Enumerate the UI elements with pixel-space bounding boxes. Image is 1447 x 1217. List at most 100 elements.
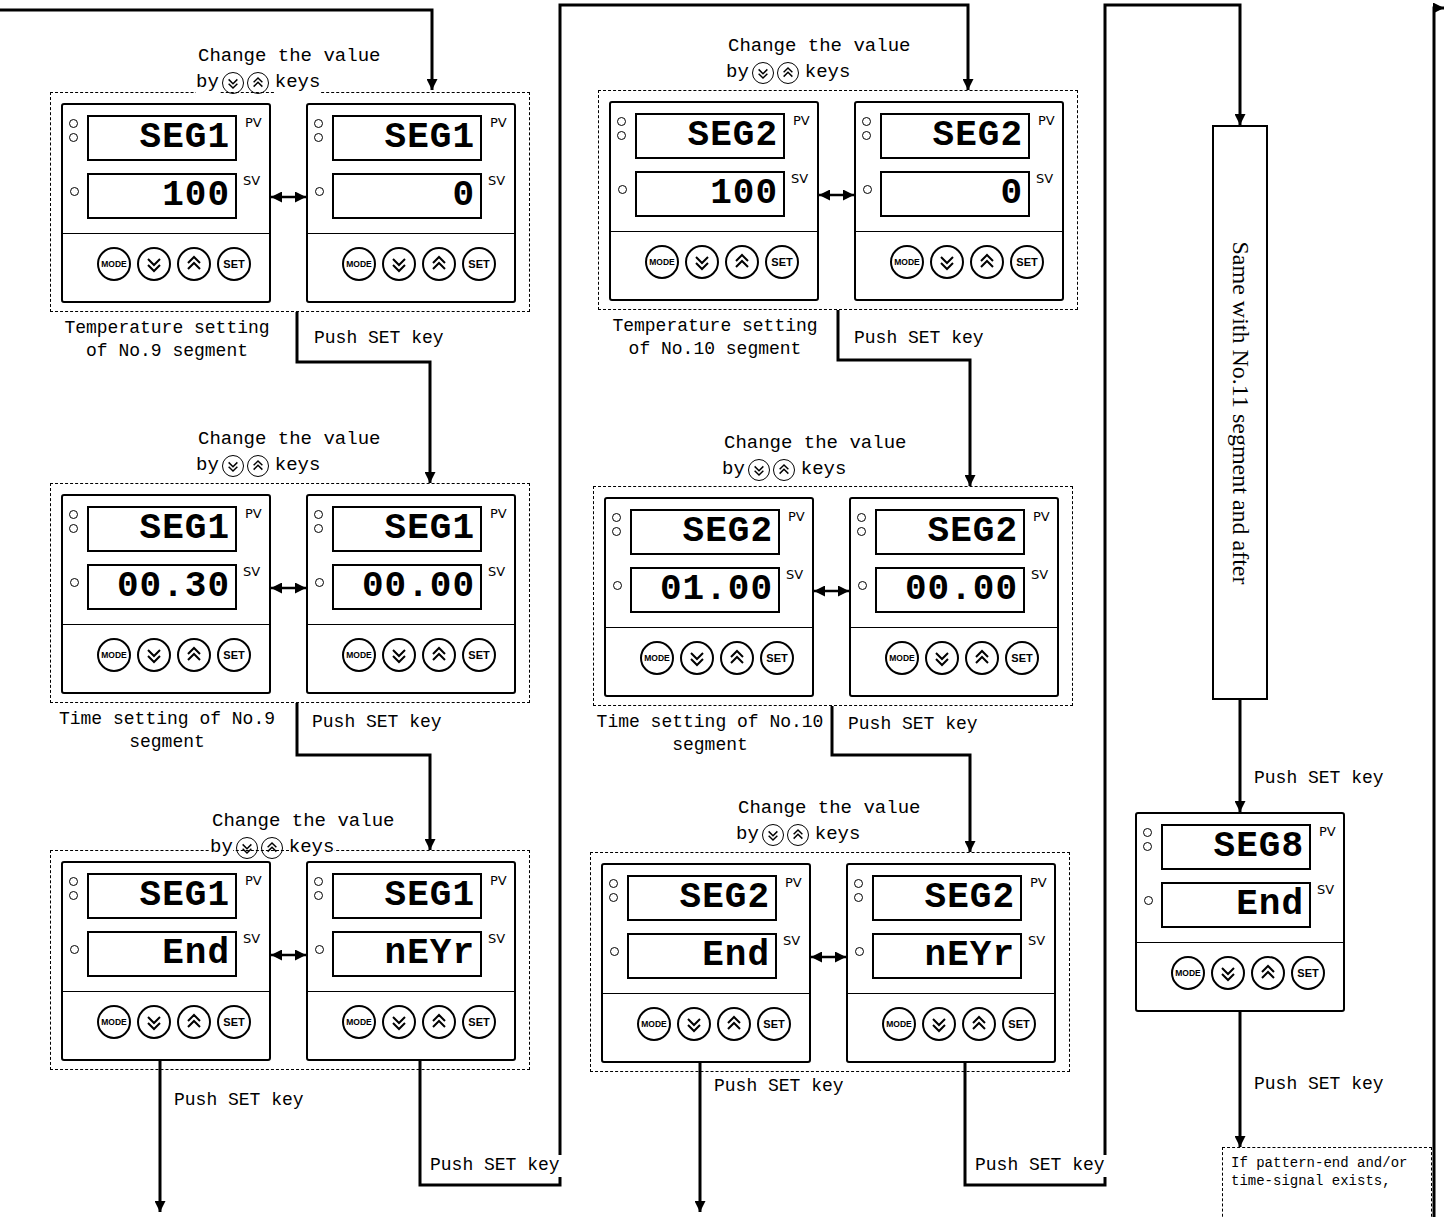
sv-label: SV: [243, 564, 260, 579]
down-button: [922, 1007, 956, 1041]
instruction-label: Change the value: [728, 35, 910, 58]
down-button: [1211, 956, 1245, 990]
pv-display: SEG2: [627, 875, 777, 921]
mode-button: MODE: [645, 245, 679, 279]
instruction-label: keys: [801, 458, 847, 481]
step-caption: Time setting of No.9 segment: [51, 708, 283, 755]
set-button: SET: [462, 638, 496, 672]
set-button: SET: [757, 1007, 791, 1041]
down-key-icon: [752, 62, 774, 84]
up-button: [422, 1005, 456, 1039]
panel-divider: [63, 991, 269, 992]
connector-label: Push SET key: [310, 712, 444, 734]
indicator-lamp: [314, 510, 323, 519]
step-group: Time setting of No.10 segmentPVSEG2SV01.…: [593, 486, 1073, 706]
up-key-icon: [247, 72, 269, 94]
flow-connector: [1239, 1012, 1242, 1147]
step-group: PVSEG2SVEndMODESETPVSEG2SVnEYrMODESET: [590, 852, 1070, 1072]
sv-display: 01.00: [630, 567, 780, 613]
indicator-lamp: [855, 947, 864, 956]
exit-line: [159, 1060, 162, 1212]
indicator-lamp: [1143, 828, 1152, 837]
controller-display: PVSEG1SV00.00MODESET: [306, 494, 516, 694]
pv-label: PV: [1319, 824, 1336, 839]
up-button: [970, 245, 1004, 279]
connector-label: Push SET key: [312, 328, 446, 350]
note-text: If pattern-end and/or time-signal exists…: [1231, 1154, 1423, 1190]
instruction-label: keys: [815, 823, 861, 846]
instruction-label: by: [210, 836, 233, 859]
indicator-lamp: [609, 893, 618, 902]
mode-button: MODE: [342, 1005, 376, 1039]
set-button: SET: [1002, 1007, 1036, 1041]
panel-divider: [308, 624, 514, 625]
sv-display: End: [627, 933, 777, 979]
connector-label: Push SET key: [973, 1155, 1107, 1177]
indicator-lamp: [613, 581, 622, 590]
indicator-lamp: [612, 527, 621, 536]
pv-label: PV: [245, 115, 262, 130]
down-button: [382, 1005, 416, 1039]
down-key-icon: [762, 824, 784, 846]
instruction-label: by: [722, 458, 745, 481]
down-button: [930, 245, 964, 279]
indicator-lamp: [858, 581, 867, 590]
down-button: [685, 245, 719, 279]
indicator-lamp: [314, 119, 323, 128]
connector-label: Push SET key: [428, 1155, 562, 1177]
controller-display: PVSEG1SV100MODESET: [61, 103, 271, 303]
mode-button: MODE: [640, 641, 674, 675]
mode-button: MODE: [1171, 956, 1205, 990]
panel-divider: [611, 231, 817, 232]
instruction-label: by: [196, 71, 219, 94]
down-key-icon: [222, 455, 244, 477]
controller-display: PVSEG2SV100MODESET: [609, 101, 819, 301]
pv-display: SEG1: [87, 506, 237, 552]
pv-display: SEG8: [1161, 824, 1311, 870]
indicator-lamp: [618, 185, 627, 194]
up-button: [422, 638, 456, 672]
step-group: Temperature setting of No.9 segmentPVSEG…: [50, 92, 530, 312]
return-line: [1434, 8, 1444, 1217]
step-group: PVSEG1SVEndMODESETPVSEG1SVnEYrMODESET: [50, 850, 530, 1070]
instruction-label: by: [726, 61, 749, 84]
pv-label: PV: [788, 509, 805, 524]
down-button: [382, 638, 416, 672]
instruction-label: by: [196, 454, 219, 477]
set-button: SET: [760, 641, 794, 675]
mode-button: MODE: [890, 245, 924, 279]
step-caption: Time setting of No.10 segment: [594, 711, 826, 758]
sv-display: 00.00: [875, 567, 1025, 613]
indicator-lamp: [315, 578, 324, 587]
connector-label: Push SET key: [846, 714, 980, 736]
indicator-lamp: [314, 524, 323, 533]
indicator-lamp: [854, 893, 863, 902]
flow-connector: [1239, 700, 1242, 812]
step-group: Temperature setting of No.10 segmentPVSE…: [598, 90, 1078, 310]
instruction-label: by: [736, 823, 759, 846]
mode-button: MODE: [97, 638, 131, 672]
panel-divider: [63, 233, 269, 234]
up-key-icon: [247, 455, 269, 477]
down-button: [925, 641, 959, 675]
set-button: SET: [217, 638, 251, 672]
sv-display: End: [1161, 882, 1311, 928]
indicator-lamp: [857, 513, 866, 522]
set-button: SET: [1005, 641, 1039, 675]
pv-display: SEG2: [875, 509, 1025, 555]
up-key-icon: [773, 459, 795, 481]
indicator-lamp: [1143, 842, 1152, 851]
up-button: [422, 247, 456, 281]
up-key-icon: [777, 62, 799, 84]
pv-label: PV: [1033, 509, 1050, 524]
toggle-arrow: [814, 590, 849, 593]
mode-button: MODE: [885, 641, 919, 675]
sv-label: SV: [243, 931, 260, 946]
controller-display: PVSEG2SVEndMODESET: [601, 863, 811, 1063]
sv-label: SV: [488, 173, 505, 188]
up-button: [177, 638, 211, 672]
up-key-icon: [787, 824, 809, 846]
mode-button: MODE: [637, 1007, 671, 1041]
pv-label: PV: [490, 506, 507, 521]
down-button: [137, 1005, 171, 1039]
